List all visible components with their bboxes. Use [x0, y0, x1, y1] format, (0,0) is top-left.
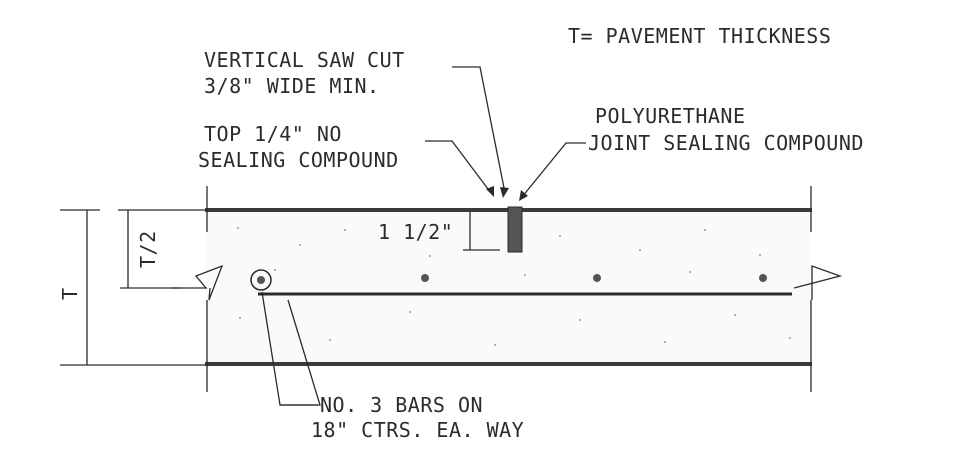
- right-break-line: [793, 265, 843, 300]
- polyurethane-leader-arrow: [519, 190, 528, 201]
- bars-label-line2: 18" CTRS. EA. WAY: [311, 418, 524, 442]
- saw-cut-leader-arrow: [500, 187, 509, 198]
- bars-label-line1: NO. 3 BARS ON: [320, 393, 483, 417]
- half-thickness-label: T/2: [136, 230, 160, 268]
- thickness-label: T: [58, 287, 82, 300]
- polyurethane-leader: [521, 142, 586, 198]
- bars-leader-2: [280, 299, 321, 406]
- rebar-section-circle: [250, 269, 272, 291]
- top-quarter-label-line1: TOP 1/4" NO: [204, 122, 342, 146]
- saw-cut-label-line1: VERTICAL SAW CUT: [204, 48, 405, 72]
- polyurethane-label-line1: POLYURETHANE: [595, 104, 746, 128]
- rebar-section-dot: [759, 274, 767, 282]
- rebar-section-dot: [257, 276, 265, 284]
- top-quarter-label-line2: SEALING COMPOUND: [198, 148, 399, 172]
- rebar-section-dot: [421, 274, 429, 282]
- concrete-texture: [237, 227, 791, 346]
- saw-cut-label-line2: 3/8" WIDE MIN.: [204, 74, 380, 98]
- top-quarter-leader: [425, 140, 492, 194]
- polyurethane-label-line2: JOINT SEALING COMPOUND: [588, 131, 864, 155]
- depth-label: 1 1/2": [378, 220, 453, 244]
- saw-cut-sealant: [507, 206, 523, 253]
- pavement-thickness-note: T= PAVEMENT THICKNESS: [568, 24, 831, 48]
- saw-cut-leader: [452, 66, 506, 194]
- left-break-line: [172, 264, 224, 301]
- rebar-section-dot: [593, 274, 601, 282]
- top-quarter-leader-arrow: [486, 186, 494, 197]
